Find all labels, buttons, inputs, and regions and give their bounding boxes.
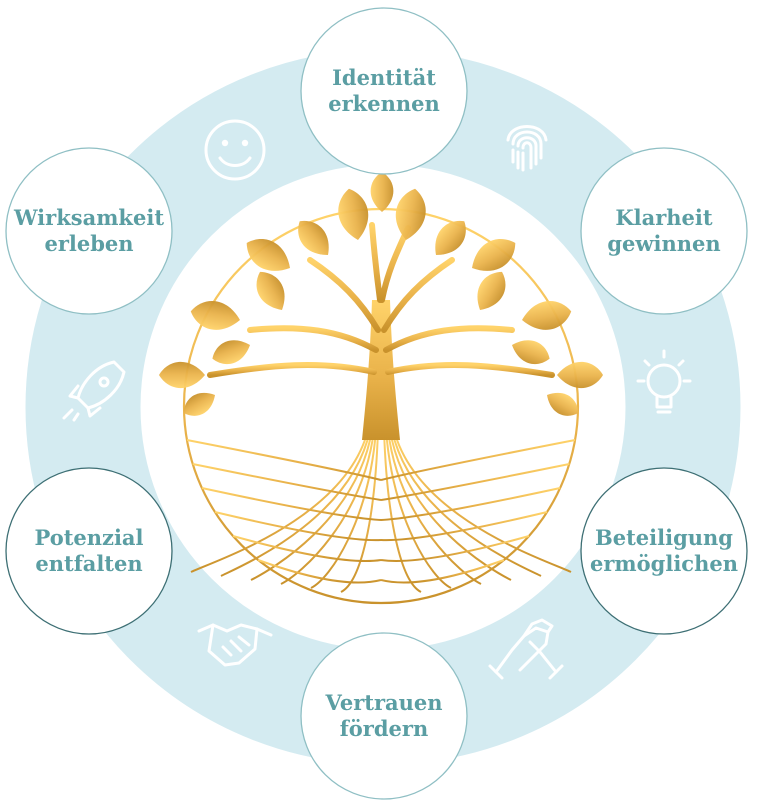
node-circle (5, 147, 173, 315)
tree-branch (385, 362, 555, 378)
tree-leaf (547, 392, 579, 416)
node-circle (300, 7, 468, 175)
node-label-line: Identität (332, 65, 436, 90)
tree-root-sweep (186, 439, 382, 481)
smiley-icon (204, 119, 266, 181)
node-label-line: Beteiligung (595, 525, 733, 550)
tree-root-sweep (380, 559, 505, 584)
node-label-line: gewinnen (607, 231, 720, 256)
tree-leaf (190, 301, 240, 330)
tree-branch (383, 325, 515, 353)
node-label-line: Potenzial (34, 525, 143, 550)
node-label-line: Klarheit (615, 205, 713, 230)
node-label-line: erleben (44, 231, 133, 256)
tree-root-line (220, 429, 371, 577)
node-label-line: Vertrauen (324, 690, 442, 715)
node-label-line: entfalten (35, 551, 142, 576)
tree-root-sweep (380, 535, 530, 562)
fist-bump-icon (488, 618, 564, 680)
tree-root-sweep (257, 559, 382, 584)
tree-leaf (512, 340, 550, 365)
node-circle (5, 467, 173, 635)
tree-leaf (338, 188, 369, 240)
tree-root-sweep (192, 463, 382, 501)
tree-root-sweep (380, 511, 548, 542)
tree-root-line (387, 429, 482, 585)
tree-root-sweep (201, 487, 382, 521)
tree-roots (186, 429, 576, 593)
tree-root-line (280, 429, 375, 585)
tree-leaf (557, 361, 603, 389)
node-label-line: erkennen (328, 91, 440, 116)
tree-branch (381, 257, 455, 333)
tree-root-line (340, 429, 379, 593)
tree-leaf (395, 188, 426, 240)
tree-trunk (362, 300, 400, 440)
rocket-icon (62, 360, 126, 422)
node-label-line: fördern (340, 716, 428, 741)
node-group: IdentitäterkennenKlarheitgewinnenBeteili… (5, 7, 748, 800)
tree-of-life-logo (159, 172, 603, 605)
tree-root-sweep (214, 511, 382, 542)
tree-root-sweep (380, 439, 576, 481)
tree-leaf (183, 392, 215, 416)
tree-leaves (159, 172, 603, 416)
tree-leaf (256, 271, 285, 310)
tree-root-line (190, 429, 369, 573)
node-circle (580, 147, 748, 315)
tree-leaf (246, 239, 290, 271)
tree-leaf (472, 239, 516, 271)
tree-root-line (389, 429, 512, 581)
tree-leaf (370, 172, 394, 212)
tree-branch (369, 222, 383, 303)
tree-leaf (159, 361, 205, 389)
tree-branch (247, 325, 379, 353)
tree-root-sweep (380, 487, 561, 521)
tree-root-line (250, 429, 373, 581)
tree-root-line (391, 429, 542, 577)
tree-branch (207, 362, 377, 378)
fingerprint-icon (506, 125, 548, 172)
tree-leaf (477, 271, 506, 310)
tree-root-line (383, 429, 422, 593)
tree-leaf (212, 340, 250, 365)
node-circle (580, 467, 748, 635)
tree-branch (307, 257, 381, 333)
tree-root-line (393, 429, 572, 573)
tree-leaf (298, 220, 329, 256)
tree-leaf (435, 220, 466, 256)
tree-root-sweep (380, 463, 570, 501)
lightbulb-icon (636, 349, 692, 414)
handshake-icon (197, 623, 273, 667)
node-circle (300, 632, 468, 800)
node-label-line: ermöglichen (590, 551, 738, 576)
tree-root-sweep (232, 535, 382, 562)
node-label-line: Wirksamkeit (13, 205, 164, 230)
tree-leaf (522, 301, 572, 330)
